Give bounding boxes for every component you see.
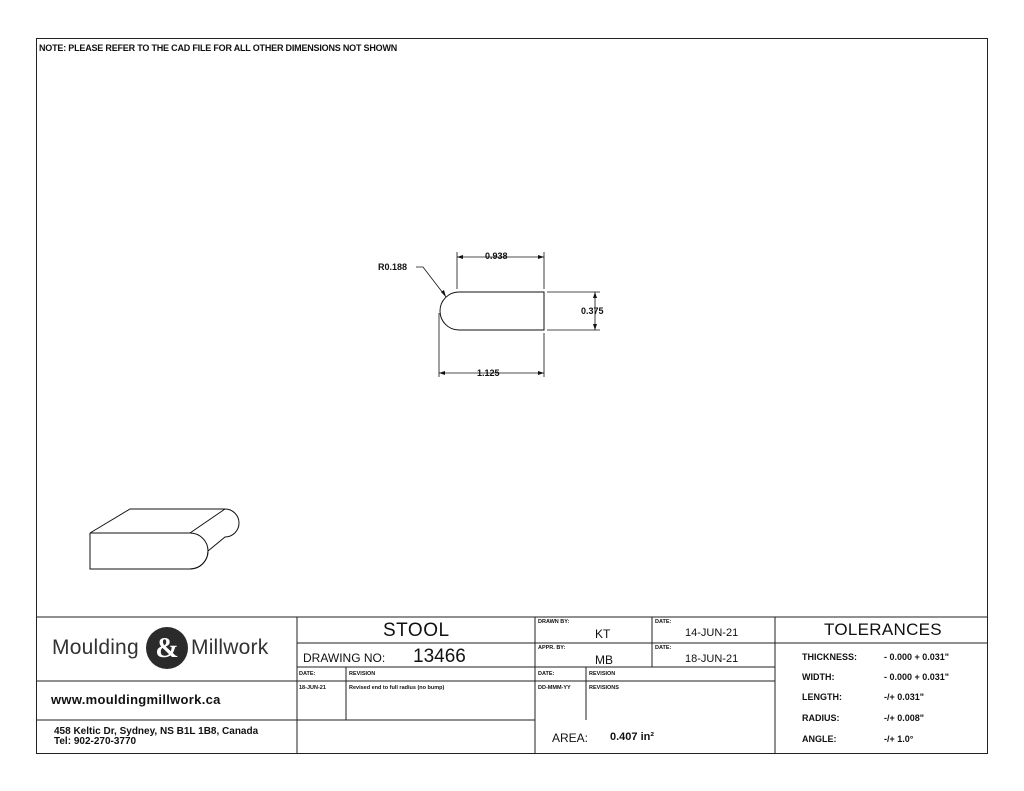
dim-top-arrow-right	[538, 255, 544, 259]
rev-header: REVISION	[349, 671, 376, 677]
drawn-by-label: DRAWN BY:	[538, 619, 570, 625]
appr-date-label: DATE:	[655, 645, 672, 651]
dim-right-arrow-bottom	[593, 324, 597, 330]
drawing-note: NOTE: PLEASE REFER TO THE CAD FILE FOR A…	[39, 43, 398, 53]
radius-arrow	[441, 290, 446, 297]
tol-angle-label: ANGLE:	[802, 734, 837, 744]
profile-outline	[439, 291, 545, 331]
dim-top-arrow-left	[457, 255, 463, 259]
logo-text-left: Moulding	[52, 636, 139, 659]
rev-date: 18-JUN-21	[299, 685, 326, 691]
area-label: AREA:	[552, 731, 589, 745]
dim-right-label: 0.375	[581, 306, 604, 316]
rev2-header: REVISION	[589, 671, 616, 677]
drawing-border	[36, 38, 988, 754]
radius-leader	[416, 266, 447, 298]
dim-bottom-label: 1.125	[477, 368, 500, 378]
tolerances-title: TOLERANCES	[824, 620, 942, 639]
company-address: 458 Keltic Dr, Sydney, NS B1L 1B8, Canad…	[54, 726, 259, 737]
rev2-text: REVISIONS	[589, 685, 619, 691]
tol-radius-label: RADIUS:	[802, 713, 840, 723]
tol-thickness-label: THICKNESS:	[802, 652, 858, 662]
dim-bottom-arrow-left	[439, 371, 445, 375]
rev2-date: DD-MMM-YY	[538, 685, 571, 691]
appr-by-label: APPR. BY:	[538, 645, 566, 651]
rev-date-header: DATE:	[299, 671, 316, 677]
tol-length-value: -/+ 0.031"	[884, 692, 925, 702]
dim-radius-label: R0.188	[378, 262, 408, 272]
rev2-date-header: DATE:	[538, 671, 555, 677]
tol-thickness-value: - 0.000 + 0.031"	[884, 652, 950, 662]
tol-angle-value: -/+ 1.0°	[884, 734, 914, 744]
area-value: 0.407 in²	[610, 731, 655, 743]
logo-text-right: Millwork	[191, 636, 269, 659]
drawing-no-label: DRAWING NO:	[303, 651, 386, 665]
isometric-view	[89, 508, 240, 570]
drawn-by-value: KT	[595, 627, 611, 641]
tol-length-label: LENGTH:	[802, 692, 842, 702]
part-name: STOOL	[383, 620, 450, 641]
drawing-no-value: 13466	[413, 646, 466, 667]
appr-date-value: 18-JUN-21	[685, 653, 739, 665]
tol-width-value: - 0.000 + 0.031"	[884, 672, 950, 682]
drawn-date-label: DATE:	[655, 619, 672, 625]
title-block-grid	[36, 616, 988, 754]
company-phone: Tel: 902-270-3770	[54, 736, 137, 747]
appr-by-value: MB	[595, 653, 613, 667]
rev-text: Revised end to full radius (no bump)	[349, 685, 445, 691]
drawn-date-value: 14-JUN-21	[685, 627, 739, 639]
tol-width-label: WIDTH:	[802, 672, 835, 682]
logo-ampersand-badge	[146, 627, 188, 669]
dim-bottom-arrow-right	[538, 371, 544, 375]
logo-ampersand-icon: &	[155, 633, 178, 664]
dim-top-label: 0.938	[485, 251, 508, 261]
dim-right-arrow-top	[593, 292, 597, 298]
tol-radius-value: -/+ 0.008"	[884, 713, 925, 723]
website-link[interactable]: www.mouldingmillwork.ca	[51, 692, 221, 707]
